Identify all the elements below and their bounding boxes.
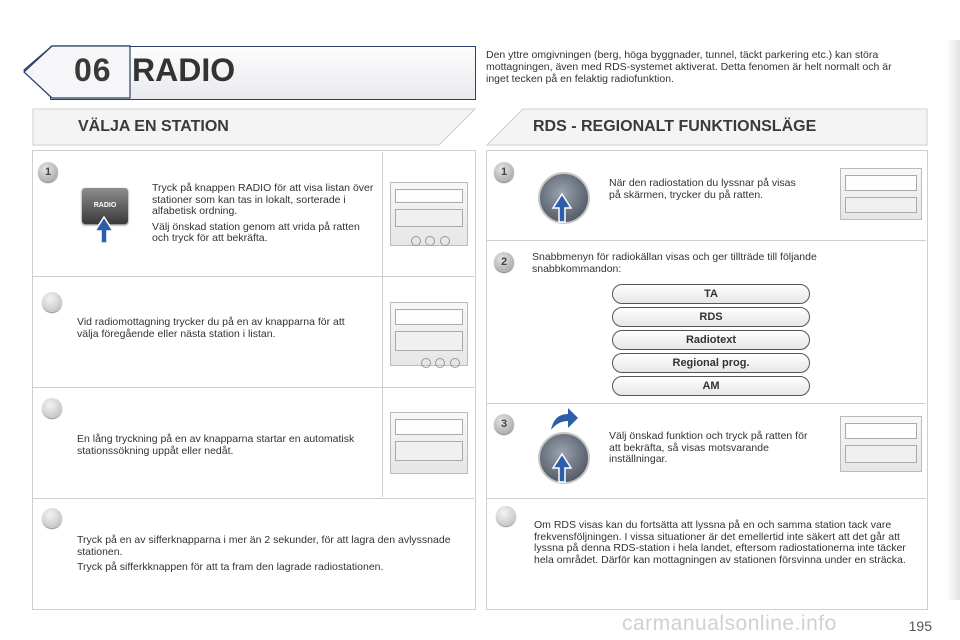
left-tip2-text: En lång tryckning på en av knapparna sta… (77, 433, 355, 457)
left-tip2-row (32, 388, 474, 499)
radio-unit-illustration (390, 412, 468, 474)
left-tip3-text: Tryck på en av sifferknapparna i mer än … (77, 534, 462, 578)
rotate-arrow-icon (551, 408, 578, 430)
right-step2-text: Snabbmenyn för radiokällan visas och ger… (532, 251, 817, 275)
lightbulb-icon (42, 508, 62, 528)
menu-option-rds[interactable]: RDS (612, 307, 810, 327)
step-badge: 1 (38, 162, 58, 182)
step-badge: 1 (494, 162, 514, 182)
menu-option-regional-prog[interactable]: Regional prog. (612, 353, 810, 373)
left-step1-text: Tryck på knappen RADIO för att visa list… (152, 182, 374, 249)
left-divider (382, 152, 384, 497)
right-step3-row (486, 404, 926, 499)
right-step3-text: Välj önskad funktion och tryck på ratten… (609, 430, 808, 465)
left-step1-row (32, 150, 474, 277)
radio-unit-illustration (390, 302, 468, 368)
left-tip1-text: Vid radiomottagning trycker du på en av … (77, 316, 345, 340)
press-arrow-icon (93, 215, 115, 244)
chapter-title: RADIO (132, 52, 236, 88)
radio-unit-illustration (390, 182, 468, 246)
watermark: carmanualsonline.info (622, 612, 837, 635)
chapter-number: 06 (74, 52, 112, 88)
radio-button[interactable]: RADIO (82, 188, 128, 224)
lightbulb-icon (42, 292, 62, 312)
section-heading-right: RDS - REGIONALT FUNKTIONSLÄGE (533, 118, 817, 135)
chapter-tab-overlay (23, 45, 131, 99)
intro-text: Den yttre omgivningen (berg, höga byggna… (486, 49, 892, 85)
left-tip1-row (32, 277, 474, 388)
section-heading-left: VÄLJA EN STATION (78, 118, 229, 135)
right-step2-row (486, 241, 926, 404)
left-tip3-p2: Tryck på sifferkknappen för att ta fram … (77, 561, 384, 573)
step-badge: 3 (494, 414, 514, 434)
left-step1-p2: Välj önskad station genom att vrida på r… (152, 220, 360, 244)
section-header-right-bg (486, 108, 928, 146)
lightbulb-icon (42, 398, 62, 418)
radio-button-label: RADIO (93, 202, 117, 209)
menu-option-am[interactable]: AM (612, 376, 810, 396)
right-step1-row (486, 150, 926, 241)
step-badge: 2 (494, 252, 514, 272)
menu-option-radiotext[interactable]: Radiotext (612, 330, 810, 350)
menu-option-ta[interactable]: TA (612, 284, 810, 304)
right-step1-text: När den radiostation du lyssnar på visas… (609, 177, 796, 201)
right-tip-text: Om RDS visas kan du fortsätta att lyssna… (534, 519, 906, 566)
page-number: 195 (908, 618, 932, 634)
left-step1-p1: Tryck på knappen RADIO för att visa list… (152, 182, 374, 217)
section-header-left-bg (32, 108, 476, 146)
press-arrow-icon (551, 452, 573, 483)
page-edge-shadow (946, 40, 960, 600)
lightbulb-icon (496, 506, 516, 526)
radio-unit-illustration (840, 168, 922, 220)
left-tip3-p1: Tryck på en av sifferknapparna i mer än … (77, 534, 451, 558)
press-arrow-icon (551, 192, 573, 223)
radio-unit-illustration (840, 416, 922, 472)
